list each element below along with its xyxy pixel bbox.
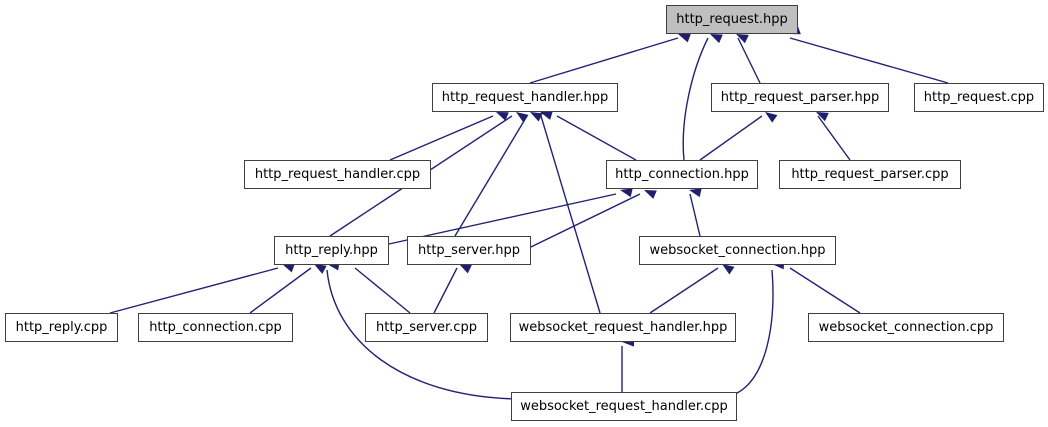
graph-node-websocket-request-handler-cpp[interactable]: websocket_request_handler.cpp: [511, 392, 737, 421]
arrowhead-icon: [765, 112, 778, 123]
arrowhead-icon: [816, 112, 829, 122]
graph-node-label: http_request_parser.hpp: [720, 89, 880, 105]
graph-edge-websocket-request-handler-cpp-to-websocket-connection-hpp: [729, 260, 785, 397]
graph-node-http-server-cpp[interactable]: http_server.cpp: [365, 313, 488, 342]
graph-edge-websocket-request-handler-hpp-to-http-request-handler-hpp: [540, 111, 601, 314]
graph-node-label: http_connection.cpp: [149, 319, 282, 335]
arrowhead-icon: [516, 112, 529, 123]
arrowhead-icon: [459, 264, 472, 274]
graph-node-label: http_request_handler.hpp: [441, 89, 609, 105]
graph-node-label: websocket_connection.hpp: [649, 242, 826, 258]
graph-node-label: http_server.hpp: [417, 242, 521, 258]
graph-edge-http-connection-hpp-to-http-request-parser-hpp: [699, 112, 778, 161]
graph-edge-http-server-hpp-to-http-request-handler-hpp: [454, 112, 543, 237]
graph-edge-http-connection-hpp-to-http-request-hpp: [682, 34, 723, 161]
graph-node-http-request-cpp[interactable]: http_request.cpp: [914, 83, 1044, 112]
graph-node-websocket-request-handler-hpp[interactable]: websocket_request_handler.hpp: [510, 313, 736, 342]
graph-node-http-reply-cpp[interactable]: http_reply.cpp: [5, 313, 118, 342]
graph-node-http-request-hpp[interactable]: http_request.hpp: [666, 5, 798, 34]
arrowhead-icon: [644, 190, 657, 199]
arrowhead-icon: [678, 33, 691, 43]
graph-node-label: http_request.cpp: [923, 89, 1035, 105]
graph-edge-websocket-request-handler-cpp-to-websocket-request-handler-hpp: [621, 337, 634, 392]
graph-node-label: http_request_parser.cpp: [791, 166, 949, 182]
graph-edge-http-request-parser-cpp-to-http-request-parser-hpp: [816, 112, 851, 161]
graph-node-label: http_reply.cpp: [15, 319, 108, 335]
arrowhead-icon: [496, 112, 509, 121]
arrowhead-icon: [736, 34, 749, 44]
arrowhead-icon: [620, 188, 633, 198]
arrowhead-icon: [530, 112, 543, 122]
arrowhead-icon: [540, 111, 553, 120]
graph-node-label: http_request_handler.cpp: [254, 166, 421, 182]
graph-node-websocket-connection-hpp[interactable]: websocket_connection.hpp: [639, 236, 836, 265]
graph-node-http-request-handler-cpp[interactable]: http_request_handler.cpp: [244, 160, 431, 189]
graph-edge-websocket-connection-hpp-to-http-connection-hpp: [689, 188, 702, 237]
arrowhead-icon: [689, 188, 702, 198]
arrowhead-icon: [282, 263, 295, 273]
graph-node-http-connection-hpp[interactable]: http_connection.hpp: [606, 160, 758, 189]
graph-node-label: websocket_request_handler.hpp: [518, 319, 728, 335]
graph-node-http-server-hpp[interactable]: http_server.hpp: [407, 236, 531, 265]
graph-edge-http-request-parser-hpp-to-http-request-hpp: [736, 34, 761, 84]
graph-node-http-connection-cpp[interactable]: http_connection.cpp: [138, 313, 293, 342]
graph-edge-http-reply-cpp-to-http-reply-hpp: [109, 263, 295, 314]
graph-node-http-reply-hpp[interactable]: http_reply.hpp: [274, 236, 389, 265]
graph-edge-http-request-handler-cpp-to-http-request-handler-hpp: [389, 112, 509, 161]
graph-edge-http-connection-cpp-to-http-reply-hpp: [249, 264, 327, 314]
arrowhead-icon: [710, 34, 723, 44]
graph-node-label: websocket_connection.cpp: [818, 319, 994, 335]
graph-edge-http-request-handler-hpp-to-http-request-hpp: [529, 33, 691, 84]
graph-edge-websocket-request-handler-hpp-to-websocket-connection-hpp: [649, 264, 735, 314]
graph-node-label: http_request.hpp: [676, 11, 788, 27]
graph-node-http-request-parser-cpp[interactable]: http_request_parser.cpp: [779, 160, 961, 189]
graph-edge-http-server-cpp-to-http-server-hpp: [433, 264, 472, 314]
graph-node-label: websocket_request_handler.cpp: [520, 398, 728, 414]
arrowhead-icon: [722, 264, 735, 275]
graph-node-websocket-connection-cpp[interactable]: websocket_connection.cpp: [808, 313, 1004, 342]
graph-node-label: http_server.cpp: [376, 319, 477, 335]
graph-node-http-request-handler-hpp[interactable]: http_request_handler.hpp: [432, 83, 618, 112]
graph-edge-http-reply-hpp-to-http-connection-hpp: [388, 188, 633, 245]
graph-node-label: http_connection.hpp: [615, 166, 749, 182]
arrowhead-icon: [314, 264, 327, 274]
graph-node-label: http_reply.hpp: [285, 242, 378, 258]
graph-edge-http-request-cpp-to-http-request-hpp: [788, 25, 949, 84]
graph-node-http-request-parser-hpp[interactable]: http_request_parser.hpp: [711, 83, 889, 112]
